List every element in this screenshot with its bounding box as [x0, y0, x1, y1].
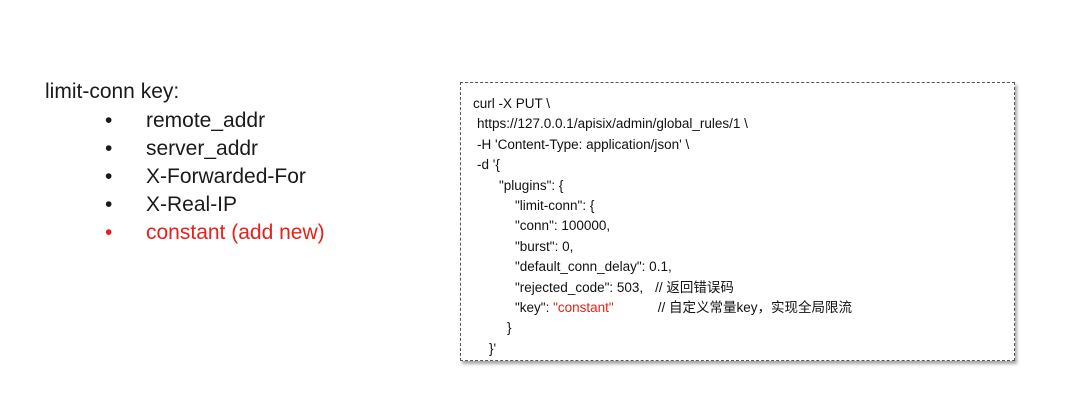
code-text: -d '{	[477, 157, 500, 173]
code-comment: // 返回错误码	[655, 279, 734, 295]
bullet-icon: •	[105, 137, 113, 160]
list-item-remote-addr: • remote_addr	[45, 107, 425, 135]
limit-conn-key-heading: limit-conn key:	[45, 80, 180, 103]
list-item-label: constant (add new)	[146, 221, 325, 244]
list-item-label: server_addr	[146, 137, 259, 160]
code-line: "default_conn_delay": 0.1,	[473, 257, 852, 277]
list-item-x-forwarded-for: • X-Forwarded-For	[45, 163, 425, 191]
code-text: "rejected_code": 503,	[515, 279, 644, 295]
code-text: "key":	[515, 299, 554, 315]
bullet-icon: •	[105, 165, 113, 188]
code-line: curl -X PUT \	[473, 94, 852, 114]
code-line: "burst": 0,	[473, 237, 852, 257]
code-comment: // 自定义常量key，实现全局限流	[657, 299, 852, 315]
list-item-label: X-Real-IP	[146, 193, 238, 216]
code-text: "conn": 100000,	[515, 218, 611, 234]
list-item-server-addr: • server_addr	[45, 135, 425, 163]
list-item-constant: • constant (add new)	[45, 219, 425, 247]
code-line: "plugins": {	[473, 176, 852, 196]
code-text: "plugins": {	[499, 177, 564, 193]
bullet-icon: •	[105, 221, 113, 244]
code-line: "key": "constant" // 自定义常量key，实现全局限流	[473, 298, 852, 318]
code-line: https://127.0.0.1/apisix/admin/global_ru…	[473, 114, 852, 134]
code-snippet: curl -X PUT \ https://127.0.0.1/apisix/a…	[473, 94, 852, 359]
code-line: -H 'Content-Type: application/json' \	[473, 135, 852, 155]
list-item-label: remote_addr	[146, 109, 266, 132]
limit-conn-key-section: limit-conn key: • remote_addr • server_a…	[45, 78, 425, 247]
code-text: "default_conn_delay": 0.1,	[515, 259, 672, 275]
code-snippet-box: curl -X PUT \ https://127.0.0.1/apisix/a…	[460, 82, 1015, 361]
limit-conn-key-list: • remote_addr • server_addr • X-Forwarde…	[45, 107, 425, 247]
code-value-constant: "constant"	[553, 299, 614, 315]
bullet-icon: •	[105, 109, 113, 132]
code-text: -H 'Content-Type: application/json' \	[477, 136, 690, 152]
code-line: "limit-conn": {	[473, 196, 852, 216]
code-line: -d '{	[473, 155, 852, 175]
code-text: https://127.0.0.1/apisix/admin/global_ru…	[477, 116, 748, 132]
list-item-label: X-Forwarded-For	[146, 165, 306, 188]
code-line: "rejected_code": 503, // 返回错误码	[473, 278, 852, 298]
bullet-icon: •	[105, 193, 113, 216]
code-line: }'	[473, 339, 852, 359]
code-line: "conn": 100000,	[473, 216, 852, 236]
code-text: "burst": 0,	[515, 238, 574, 254]
list-item-x-real-ip: • X-Real-IP	[45, 191, 425, 219]
code-line: }	[473, 318, 852, 338]
code-text: "limit-conn": {	[515, 197, 595, 213]
code-text: }	[507, 320, 512, 336]
code-text: }'	[489, 340, 497, 356]
code-text: curl -X PUT \	[473, 96, 551, 111]
